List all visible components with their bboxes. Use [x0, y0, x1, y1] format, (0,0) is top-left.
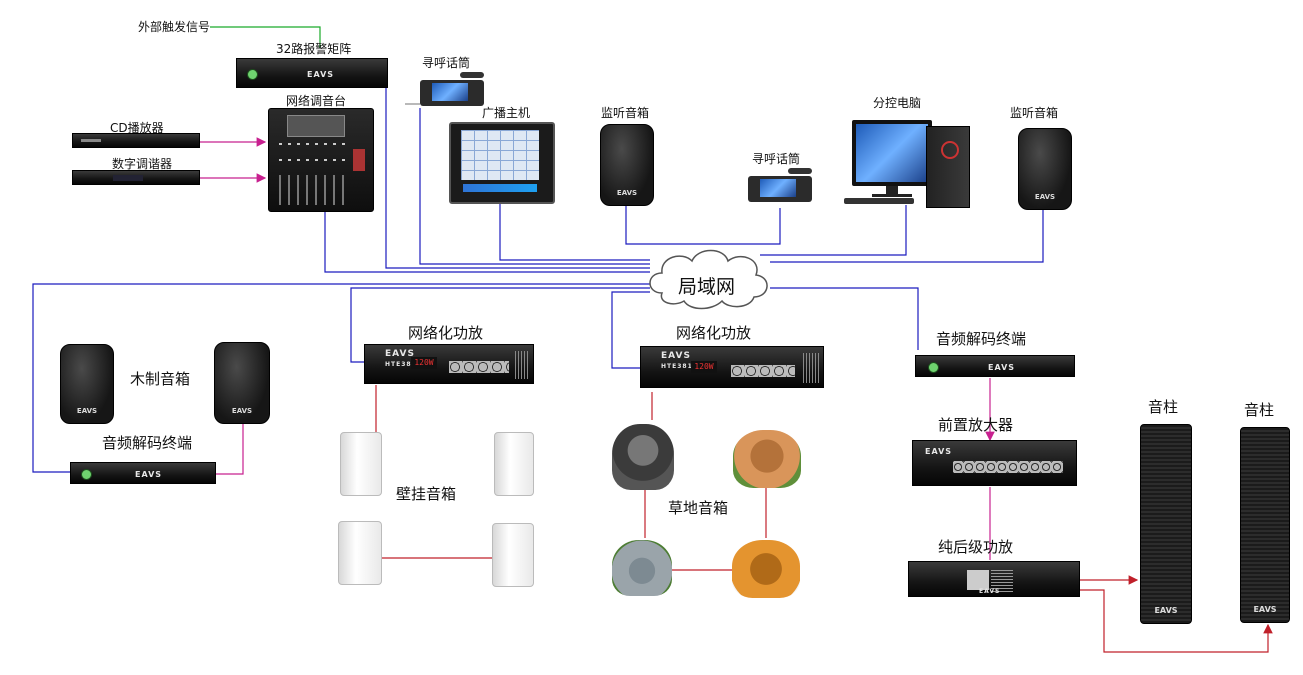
lan-label: 局域网	[678, 276, 736, 298]
device-brand: EAVS	[307, 70, 335, 79]
device-brand: EAVS	[661, 351, 691, 361]
wall-speaker-2-device	[494, 432, 534, 496]
mixer-label: 网络调音台	[286, 94, 347, 108]
preamp-label: 前置放大器	[938, 416, 1014, 434]
tuner-device	[72, 170, 200, 185]
lawn-speaker-3-device	[612, 540, 672, 596]
preamp-device: EAVS	[912, 440, 1077, 486]
monitor-speaker-2-label: 监听音箱	[1010, 106, 1059, 120]
column-2-label: 音柱	[1244, 401, 1275, 419]
paging-mic-2-device	[748, 168, 814, 204]
amp-2-model: HTE3811	[661, 363, 698, 370]
lawn-speakers-label: 草地音箱	[668, 499, 729, 517]
monitor-speaker-1-device: EAVS	[600, 124, 654, 206]
device-brand: EAVS	[1154, 606, 1178, 615]
power-amp-device: EAVS	[908, 561, 1080, 597]
wood-speaker-right-device: EAVS	[214, 342, 270, 424]
monitor-speaker-1-label: 监听音箱	[601, 106, 650, 120]
broadcast-host-device	[449, 122, 555, 204]
wall-speaker-1-device	[340, 432, 382, 496]
amp-2-display: 120W	[691, 361, 717, 373]
sub-control-pc-device	[844, 112, 972, 208]
alarm-matrix-label: 32路报警矩阵	[276, 42, 352, 56]
device-brand: EAVS	[616, 189, 638, 197]
cd-player-label: CD播放器	[110, 121, 164, 135]
decoder-right-device: EAVS	[915, 355, 1075, 377]
paging-mic-2-label: 寻呼话筒	[752, 152, 801, 166]
wall-speaker-4-device	[492, 523, 534, 587]
cd-player-device	[72, 133, 200, 148]
column-speaker-2-device: EAVS	[1240, 427, 1290, 623]
amp-1-display: 120W	[411, 357, 437, 369]
device-brand: EAVS	[1253, 605, 1277, 614]
monitor-speaker-2-device: EAVS	[1018, 128, 1072, 210]
network-amp-2-label: 网络化功放	[676, 324, 752, 342]
lawn-speaker-1-device	[612, 424, 674, 490]
device-brand: EAVS	[76, 407, 98, 415]
lan-cloud-icon	[649, 249, 768, 310]
wood-speakers-label: 木制音箱	[130, 370, 191, 388]
network-amp-1-label: 网络化功放	[408, 324, 484, 342]
decoder-left-device: EAVS	[70, 462, 216, 484]
decoder-left-label: 音频解码终端	[102, 434, 193, 452]
device-brand: EAVS	[979, 588, 1001, 595]
wall-speakers-label: 壁挂音箱	[396, 485, 457, 503]
decoder-right-label: 音频解码终端	[936, 330, 1027, 348]
device-brand: EAVS	[385, 349, 415, 359]
paging-mic-1-label: 寻呼话筒	[422, 56, 471, 70]
trigger-wire	[210, 26, 321, 48]
column-speaker-1-device: EAVS	[1140, 424, 1192, 624]
power-led	[247, 69, 258, 80]
device-brand: EAVS	[925, 447, 953, 456]
broadcast-host-label: 广播主机	[482, 106, 531, 120]
wood-speaker-left-device: EAVS	[60, 344, 114, 424]
sub-control-pc-label: 分控电脑	[873, 96, 922, 110]
device-brand: EAVS	[1034, 193, 1056, 201]
lawn-speaker-2-device	[733, 430, 801, 488]
tuner-label: 数字调谐器	[112, 157, 173, 171]
column-1-label: 音柱	[1148, 398, 1179, 416]
power-led	[81, 469, 92, 480]
network-amp-2-device: EAVS HTE3811 120W	[640, 346, 824, 388]
device-brand: EAVS	[231, 407, 253, 415]
speaker-wires	[375, 385, 1273, 653]
lawn-speaker-4-device	[732, 540, 800, 598]
alarm-matrix-device: EAVS	[236, 58, 388, 88]
amp-1-model: HTE3811	[385, 361, 422, 368]
network-amp-1-device: EAVS HTE3811 120W	[364, 344, 534, 384]
network-wires	[32, 88, 1044, 473]
paging-mic-1-device	[420, 72, 486, 108]
external-trigger-label: 外部触发信号	[138, 20, 211, 34]
power-led	[928, 362, 939, 373]
wall-speaker-3-device	[338, 521, 382, 585]
audio-wires	[200, 137, 995, 560]
network-mixer-device	[268, 108, 374, 212]
device-brand: EAVS	[135, 470, 163, 479]
power-amp-label: 纯后级功放	[938, 538, 1014, 556]
device-brand: EAVS	[988, 363, 1016, 372]
